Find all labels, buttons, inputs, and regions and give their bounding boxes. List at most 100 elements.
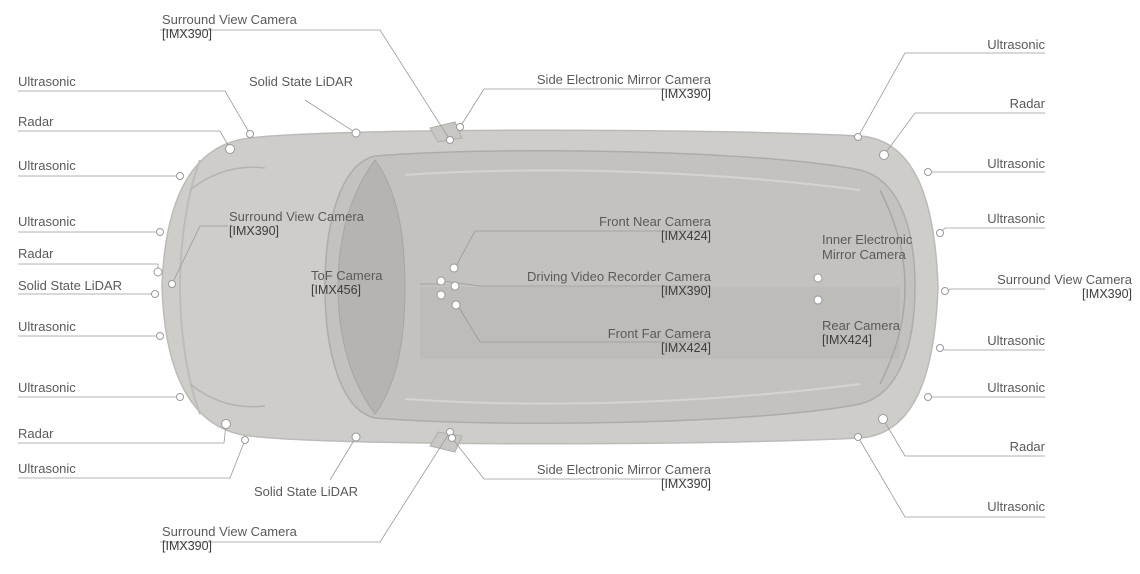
label-surround-view-bottom-left: Surround View Camera [IMX390]	[162, 524, 297, 554]
sensor-name: Front Far Camera	[607, 326, 711, 341]
sensor-dot	[156, 228, 164, 236]
label-lidar-top: Solid State LiDAR	[249, 74, 354, 89]
sensor-dot	[436, 276, 446, 286]
sensor-dot	[936, 229, 944, 237]
label-ultrasonic-r2: Ultrasonic	[987, 156, 1045, 171]
front-fender-top	[189, 166, 266, 191]
sensor-dot	[449, 263, 459, 273]
sensor-chip: [IMX390]	[229, 224, 280, 238]
label-radar-r1: Radar	[1009, 96, 1045, 111]
front-fender-bottom	[189, 383, 266, 408]
label-surround-view-right: Surround View Camera [IMX390]	[950, 272, 1132, 302]
sensor-chip: [IMX424]	[822, 333, 873, 347]
label-front-near-camera: Front Near Camera [IMX424]	[490, 214, 711, 244]
sensor-name: Inner Electronic	[822, 232, 913, 247]
sensor-dot	[451, 300, 461, 310]
sensor-dot	[941, 287, 949, 295]
label-inner-mirror-camera: Inner Electronic Mirror Camera	[822, 232, 912, 262]
sensor-chip: [IMX456]	[311, 283, 362, 297]
sensor-dot	[878, 414, 888, 424]
sensor-dot	[151, 290, 159, 298]
label-front-far-camera: Front Far Camera [IMX424]	[490, 326, 711, 356]
sensor-chip: [IMX390]	[162, 27, 213, 41]
label-side-mirror-top: Side Electronic Mirror Camera [IMX390]	[490, 72, 711, 102]
sensor-dot	[446, 136, 454, 144]
label-ultrasonic-l2: Ultrasonic	[18, 158, 76, 173]
sensor-name: Driving Video Recorder Camera	[526, 269, 711, 284]
sensor-dot	[225, 144, 235, 154]
label-dvr-camera: Driving Video Recorder Camera [IMX390]	[490, 269, 711, 299]
sensor-markers	[151, 123, 949, 444]
sensor-chip: [IMX390]	[660, 477, 711, 491]
sensor-dot	[813, 295, 823, 305]
sensor-dot	[436, 290, 446, 300]
label-radar-l1: Radar	[18, 114, 54, 129]
label-lidar-left: Solid State LiDAR	[18, 278, 123, 293]
sensor-dot	[854, 433, 862, 441]
rear-glass	[879, 189, 906, 385]
sensor-name: Rear Camera	[822, 318, 901, 333]
roof-line-bottom	[404, 383, 861, 405]
sensor-name: Side Electronic Mirror Camera	[536, 72, 711, 87]
label-ultrasonic-r4: Ultrasonic	[987, 333, 1045, 348]
car-body-shade	[178, 159, 201, 415]
label-lidar-bottom: Solid State LiDAR	[254, 484, 359, 499]
label-ultrasonic-l5: Ultrasonic	[18, 380, 76, 395]
label-rear-camera: Rear Camera [IMX424]	[822, 318, 900, 348]
label-tof-camera: ToF Camera [IMX456]	[311, 268, 383, 298]
sensor-chip: [IMX390]	[162, 539, 213, 553]
sensor-name: Surround View Camera	[229, 209, 364, 224]
sensor-dot	[351, 128, 361, 138]
sensor-dot	[176, 393, 184, 401]
sensor-dot	[879, 150, 889, 160]
sensor-name: Side Electronic Mirror Camera	[536, 462, 711, 477]
sensor-dot	[351, 432, 361, 442]
label-ultrasonic-r1: Ultrasonic	[987, 37, 1045, 52]
label-radar-l2: Radar	[18, 246, 54, 261]
label-ultrasonic-r6: Ultrasonic	[987, 499, 1045, 514]
sensor-name: Surround View Camera	[997, 272, 1132, 287]
sensor-dot	[156, 332, 164, 340]
sensor-dot	[924, 168, 932, 176]
sensor-name-line2: Mirror Camera	[822, 247, 906, 262]
label-radar-l3: Radar	[18, 426, 54, 441]
sensor-dot	[221, 419, 231, 429]
sensor-name: Surround View Camera	[162, 12, 297, 27]
sensor-name: Surround View Camera	[162, 524, 297, 539]
sensor-dot	[176, 172, 184, 180]
sensor-dot	[854, 133, 862, 141]
sensor-dot	[813, 273, 823, 283]
leader-lines	[18, 29, 1045, 543]
sensor-dot	[456, 123, 464, 131]
label-ultrasonic-r3: Ultrasonic	[987, 211, 1045, 226]
sensor-dot	[168, 280, 176, 288]
sensor-dot	[241, 436, 249, 444]
sensor-dot	[450, 281, 460, 291]
sensor-chip: [IMX390]	[1081, 287, 1132, 301]
label-ultrasonic-l4: Ultrasonic	[18, 319, 76, 334]
sensor-dot	[936, 344, 944, 352]
label-surround-view-top-left: Surround View Camera [IMX390]	[162, 12, 297, 42]
label-ultrasonic-l1: Ultrasonic	[18, 74, 76, 89]
sensor-chip: [IMX424]	[660, 341, 711, 355]
sensor-dot	[246, 130, 254, 138]
label-surround-view-inner-left: Surround View Camera [IMX390]	[229, 209, 364, 239]
sensor-name: ToF Camera	[311, 268, 383, 283]
label-radar-r2: Radar	[1009, 439, 1045, 454]
sensor-name: Front Near Camera	[599, 214, 711, 229]
sensor-dot	[924, 393, 932, 401]
label-ultrasonic-l3: Ultrasonic	[18, 214, 76, 229]
side-mirror-top	[429, 121, 463, 143]
sensor-dot	[153, 267, 163, 277]
label-side-mirror-bottom: Side Electronic Mirror Camera [IMX390]	[490, 462, 711, 492]
sensor-chip: [IMX424]	[660, 229, 711, 243]
roof-line-top	[404, 169, 861, 191]
sensor-dot	[448, 434, 456, 442]
sensor-chip: [IMX390]	[660, 87, 711, 101]
windshield	[337, 159, 406, 415]
label-ultrasonic-r5: Ultrasonic	[987, 380, 1045, 395]
sensor-chip: [IMX390]	[660, 284, 711, 298]
label-ultrasonic-l6: Ultrasonic	[18, 461, 76, 476]
